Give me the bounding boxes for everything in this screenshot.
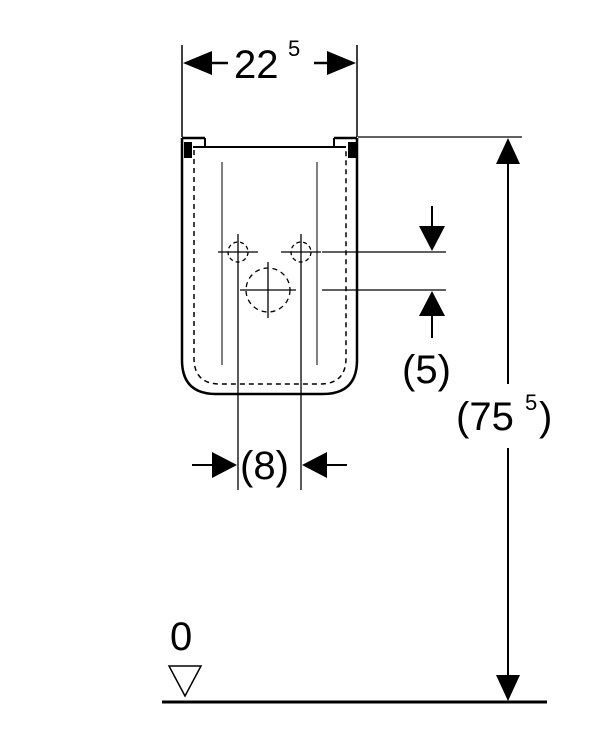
width-superscript: 5 bbox=[288, 36, 300, 61]
width-arrow-left bbox=[183, 51, 212, 75]
spacing-arrow-left bbox=[302, 452, 327, 478]
offset-arrow-up bbox=[419, 291, 445, 316]
spacing-value: (8) bbox=[240, 444, 289, 488]
offset-value: (5) bbox=[402, 348, 451, 392]
spacing-dimension bbox=[192, 270, 347, 490]
clip-right bbox=[348, 142, 356, 158]
width-value: 22 bbox=[234, 43, 279, 87]
siphon-cover bbox=[180, 136, 359, 396]
height-arrow-up bbox=[496, 138, 520, 164]
offset-arrow-down bbox=[419, 226, 445, 251]
floor-level bbox=[162, 665, 547, 704]
height-arrow-down bbox=[496, 675, 520, 701]
offset-dimension bbox=[322, 206, 446, 338]
height-superscript: 5 bbox=[525, 390, 537, 415]
height-close-paren: ) bbox=[539, 395, 552, 439]
clip-left bbox=[184, 142, 192, 158]
width-dimension bbox=[181, 45, 358, 137]
width-arrow-right bbox=[327, 51, 356, 75]
floor-level-triangle-icon bbox=[167, 665, 203, 698]
cover-rim bbox=[204, 138, 335, 148]
height-dimension bbox=[358, 136, 522, 701]
spacing-arrow-right bbox=[212, 452, 237, 478]
cover-outline bbox=[180, 138, 359, 396]
floor-level-label: 0 bbox=[170, 615, 192, 659]
height-value: (75 bbox=[456, 395, 514, 439]
pipe-connections bbox=[218, 234, 321, 318]
inner-contour-dashed bbox=[193, 150, 347, 385]
